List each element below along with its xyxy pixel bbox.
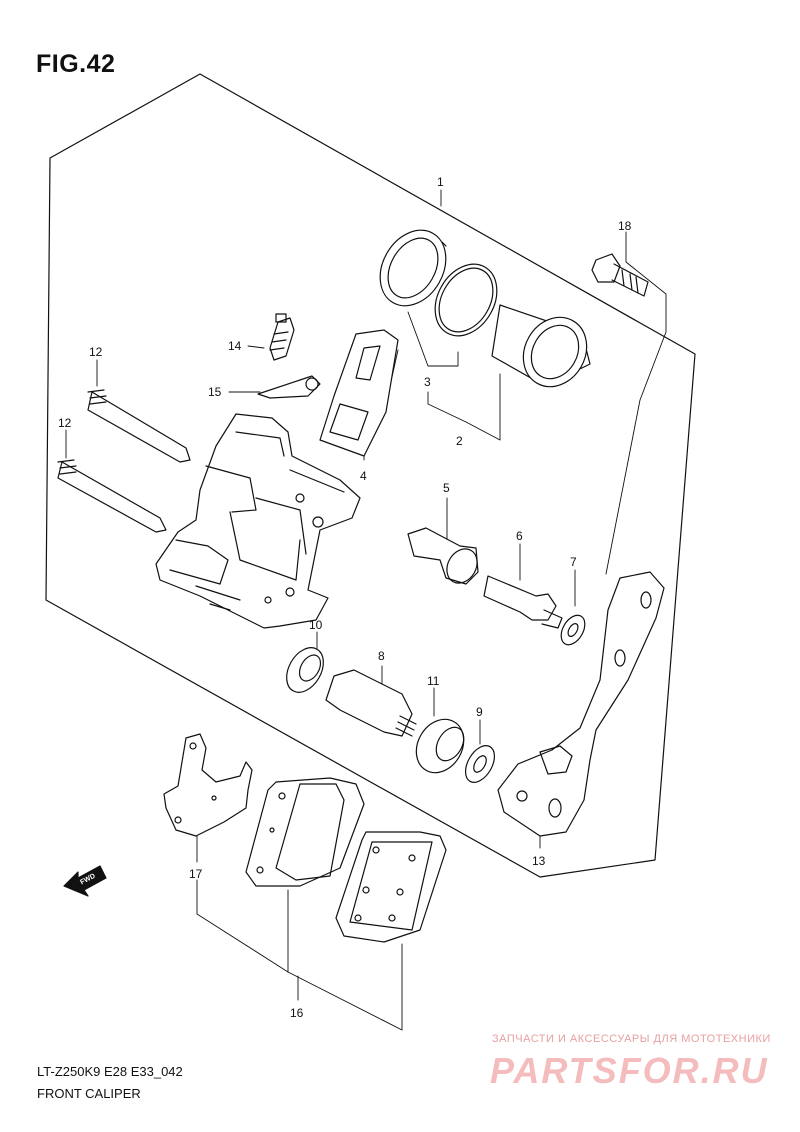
callout-2: 2 (456, 434, 463, 448)
callout-12-lower: 12 (58, 416, 72, 430)
callout-6: 6 (516, 529, 523, 543)
callout-18: 18 (618, 219, 632, 233)
callout-14: 14 (228, 339, 242, 353)
boot-10 (279, 641, 331, 699)
caliper-body (156, 414, 360, 628)
slide-pin-lower (58, 460, 166, 532)
assembly-frame (46, 74, 695, 877)
figure-title: FIG.42 (36, 50, 116, 78)
watermark-brand: PARTSFOR.RU (490, 1050, 769, 1091)
pad-spring (320, 330, 398, 456)
watermark-tagline: ЗАПЧАСТИ И АКСЕССУАРЫ ДЛЯ МОТОТЕХНИКИ (492, 1033, 771, 1045)
caliper-piston (492, 305, 599, 398)
brake-pad-inner (336, 832, 446, 942)
fwd-arrow-icon: FWD (64, 866, 106, 896)
callout-7: 7 (570, 555, 577, 569)
mounting-bolt (592, 254, 648, 296)
caliper-bracket (498, 572, 664, 836)
callout-9: 9 (476, 705, 483, 719)
piston-seal-ring (367, 218, 459, 317)
boot-11 (407, 711, 473, 781)
callout-4: 4 (360, 469, 367, 483)
sleeve-pin (408, 528, 483, 589)
washer-7 (556, 611, 589, 649)
callout-10: 10 (309, 618, 323, 632)
callout-labels: 1 2 3 4 5 6 7 8 9 10 11 12 12 13 14 15 1… (58, 175, 632, 1020)
callout-1: 1 (437, 175, 444, 189)
slide-pin-upper (88, 390, 190, 462)
callout-13: 13 (532, 854, 546, 868)
dust-seal-ring (423, 253, 509, 347)
figure-caption: FRONT CALIPER (37, 1086, 141, 1101)
model-code: LT-Z250K9 E28 E33_042 (37, 1064, 183, 1079)
washer-9 (460, 741, 501, 788)
callout-11: 11 (427, 674, 440, 688)
callout-15: 15 (208, 385, 222, 399)
callout-16: 16 (290, 1006, 304, 1020)
bracket-bolt (484, 576, 562, 628)
leader-lines (66, 190, 666, 1030)
caliper-pin (326, 670, 416, 736)
callout-12-upper: 12 (89, 345, 103, 359)
bleeder-valve (270, 314, 294, 360)
callout-17: 17 (189, 867, 203, 881)
bleeder-cap (258, 376, 320, 398)
pad-shim (164, 734, 252, 836)
callout-5: 5 (443, 481, 450, 495)
brake-pad-outer (246, 778, 364, 886)
callout-8: 8 (378, 649, 385, 663)
callout-3: 3 (424, 375, 431, 389)
